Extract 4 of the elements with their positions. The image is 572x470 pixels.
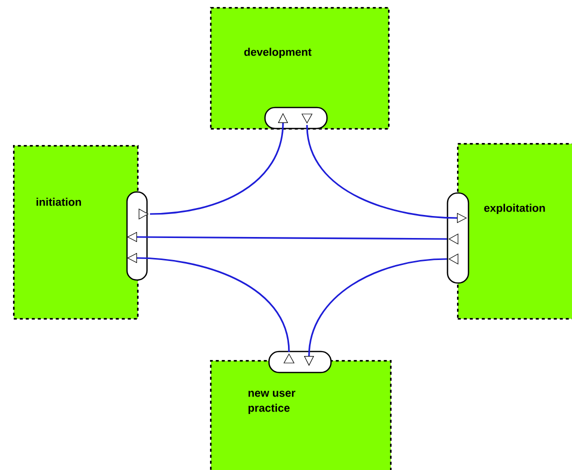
process-box: initiation xyxy=(13,145,139,320)
process-box: new user practice xyxy=(210,360,392,470)
process-box: development xyxy=(210,7,390,130)
process-box: exploitation xyxy=(457,143,572,320)
